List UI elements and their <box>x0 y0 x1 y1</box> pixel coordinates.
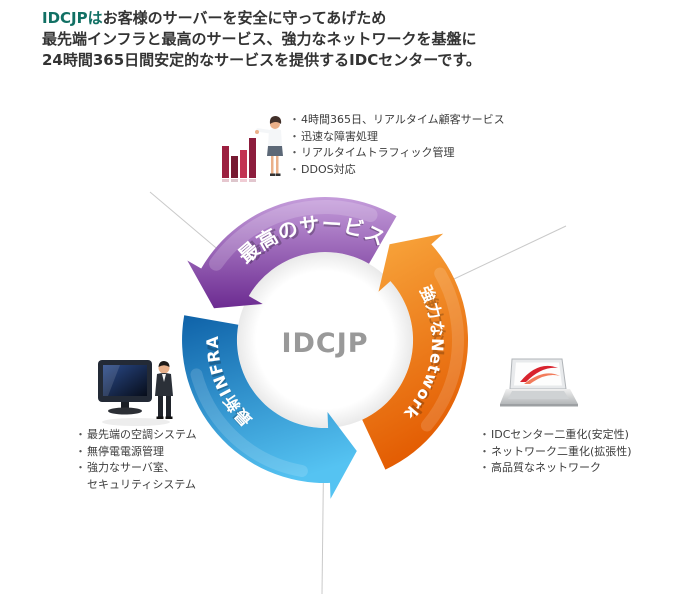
list-item: 無停電電源管理 <box>74 444 197 461</box>
network-arrow-gloss <box>420 267 464 432</box>
center-label-emboss: IDCJP <box>281 330 368 361</box>
list-item: リアルタイムトラフィック管理 <box>288 145 505 162</box>
intro-line-1-text: お客様のサーバーを安全に守ってあげため <box>102 9 387 27</box>
center-label: IDCJP <box>281 328 368 359</box>
network-callout-list: IDCセンター二重化(安定性) ネットワーク二重化(拡張性) 高品質なネットワー… <box>478 427 632 477</box>
engineer-figure <box>155 361 173 419</box>
intro-line-1: IDCJPはお客様のサーバーを安全に守ってあげため <box>42 8 481 29</box>
list-item: 強力なサーバ室、 <box>74 460 197 477</box>
list-item: IDCセンター二重化(安定性) <box>478 427 632 444</box>
network-arrow <box>362 233 469 470</box>
list-item: 最先端の空調システム <box>74 427 197 444</box>
infra-callout-list: 最先端の空調システム 無停電電源管理 強力なサーバ室、 セキュリティシステム <box>74 427 197 493</box>
list-item: 迅速な障害処理 <box>288 129 505 146</box>
brand-name: IDCJPは <box>42 9 103 27</box>
center-disc <box>237 252 413 428</box>
service-callout-list: 4時間365日、リアルタイム顧客サービス 迅速な障害処理 リアルタイムトラフィッ… <box>288 112 505 178</box>
list-item: 高品質なネットワーク <box>478 460 632 477</box>
list-item: 4時間365日、リアルタイム顧客サービス <box>288 112 505 129</box>
monitor-with-engineer-icon <box>98 360 173 426</box>
presenter-figure <box>255 116 283 176</box>
intro-text: IDCJPはお客様のサーバーを安全に守ってあげため 最先端インフラと最高のサービ… <box>42 8 481 71</box>
intro-line-3: 24時間365日間安定的なサービスを提供するIDCセンターです。 <box>42 51 481 69</box>
service-arrow <box>187 197 397 309</box>
bar-chart-with-presenter-icon <box>222 116 283 182</box>
list-item: セキュリティシステム <box>87 477 197 491</box>
laptop-icon <box>500 358 578 407</box>
infra-arrow-gloss <box>190 368 308 477</box>
service-arrow-gloss <box>209 199 378 271</box>
intro-line-2: 最先端インフラと最高のサービス、強力なネットワークを基盤に <box>42 30 477 48</box>
infra-arrow <box>182 315 357 499</box>
list-item: DDOS対応 <box>288 162 505 179</box>
list-item: ネットワーク二重化(拡張性) <box>478 444 632 461</box>
